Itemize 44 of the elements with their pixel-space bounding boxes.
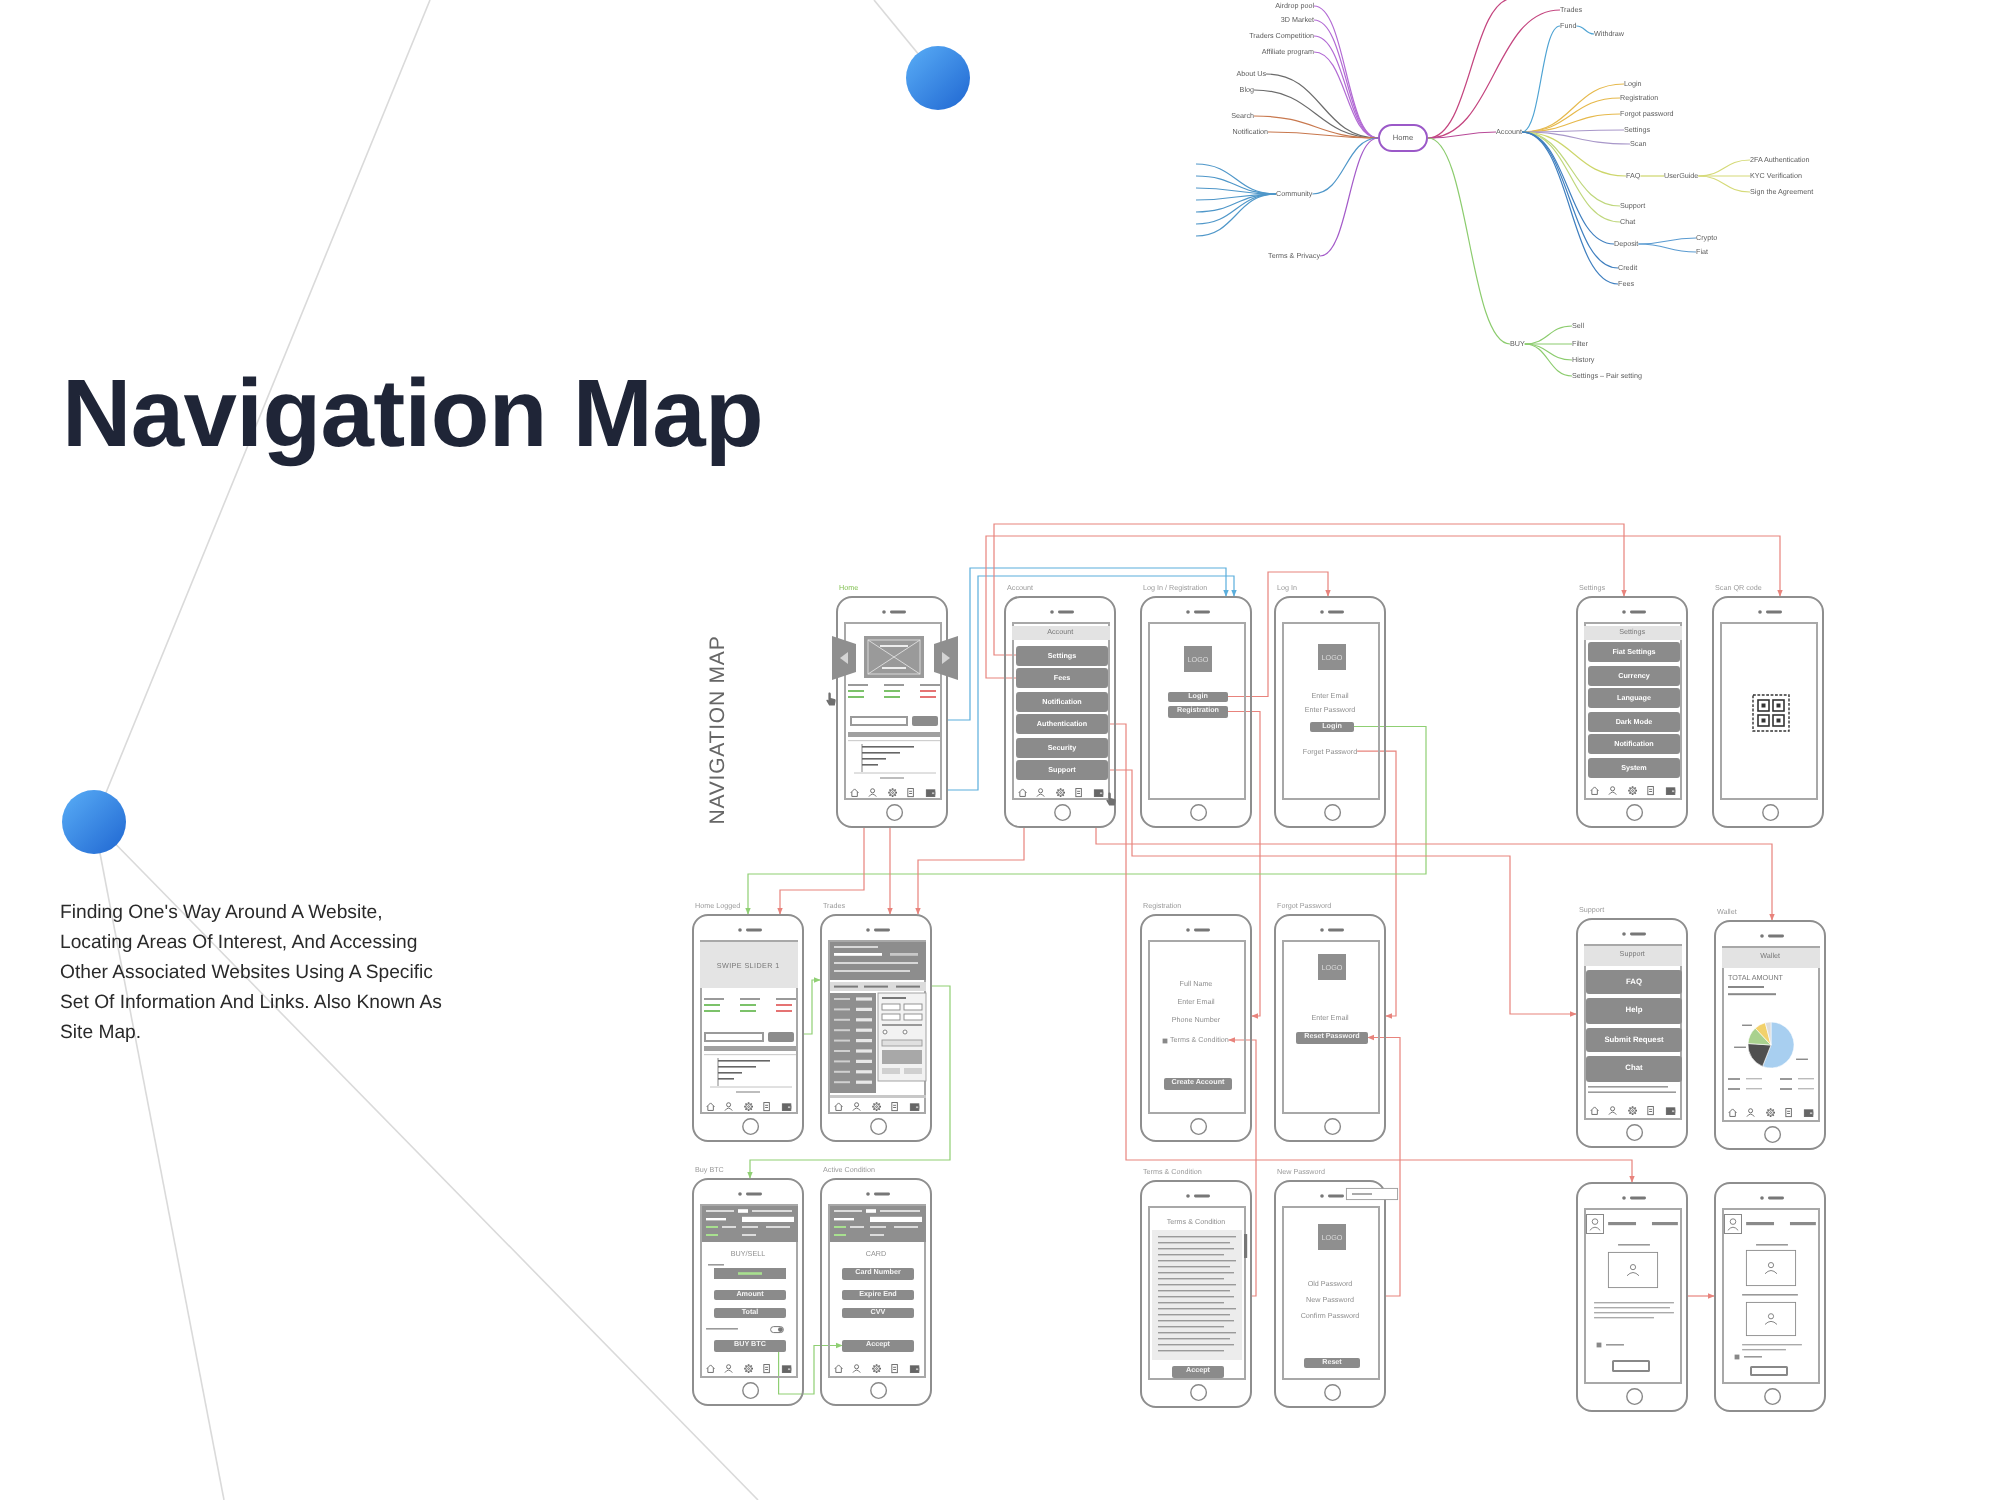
vertical-label: NAVIGATION MAP [706, 635, 730, 825]
flow-arrow [1356, 750, 1397, 1019]
branch-line [1313, 51, 1379, 139]
phone-frame [1576, 1182, 1688, 1412]
flow-arrow [887, 827, 893, 915]
flow-arrow [1687, 1293, 1715, 1299]
flow-arrow [993, 523, 1627, 656]
branch-line [1697, 175, 1751, 193]
branch-line [1319, 137, 1379, 257]
phone-frame [1714, 1182, 1826, 1412]
flow-arrow [1227, 571, 1331, 698]
flow-arrow [1228, 1037, 1257, 1297]
branch-line [1637, 237, 1697, 245]
flow-arrow [947, 567, 1229, 721]
flow-arrow [985, 535, 1783, 679]
branch-line [1195, 193, 1277, 201]
flow-arrow [1227, 710, 1261, 1019]
branch-line [1521, 131, 1631, 145]
branch-line [1427, 137, 1511, 345]
page-title: Navigation Map [62, 360, 764, 472]
flow-arrow [1107, 769, 1577, 1017]
branch-line [1427, 131, 1497, 139]
branch-line [1697, 175, 1751, 177]
branch-line [1521, 131, 1627, 177]
flow-arrow [803, 977, 821, 1035]
branch-line [1575, 25, 1595, 35]
description-text: Finding One's Way Around A Website, Locating Areas Of Interest, And Accessing Other Associated Websites Using A Specific Set Of Information And Links. Also Known As Site Map. [60, 900, 444, 1048]
flow-arrow [745, 725, 1427, 915]
branch-line [1637, 243, 1697, 253]
branch-line [1195, 193, 1277, 225]
branch-line [1524, 343, 1573, 345]
branch-line [1311, 137, 1379, 195]
flow-arrow [947, 575, 1237, 791]
branch-line [1524, 343, 1573, 377]
branch-line [1521, 25, 1561, 133]
branch-line [1195, 193, 1277, 237]
flow-arrow [1107, 723, 1635, 1183]
flow-arrow [1095, 827, 1775, 921]
flow-arrow [777, 827, 865, 915]
branch-line [1639, 175, 1665, 177]
flow-arrow [915, 827, 1025, 915]
flow-arrow [778, 1342, 843, 1395]
flow-arrow [1367, 1034, 1401, 1297]
branch-line [1267, 131, 1379, 139]
